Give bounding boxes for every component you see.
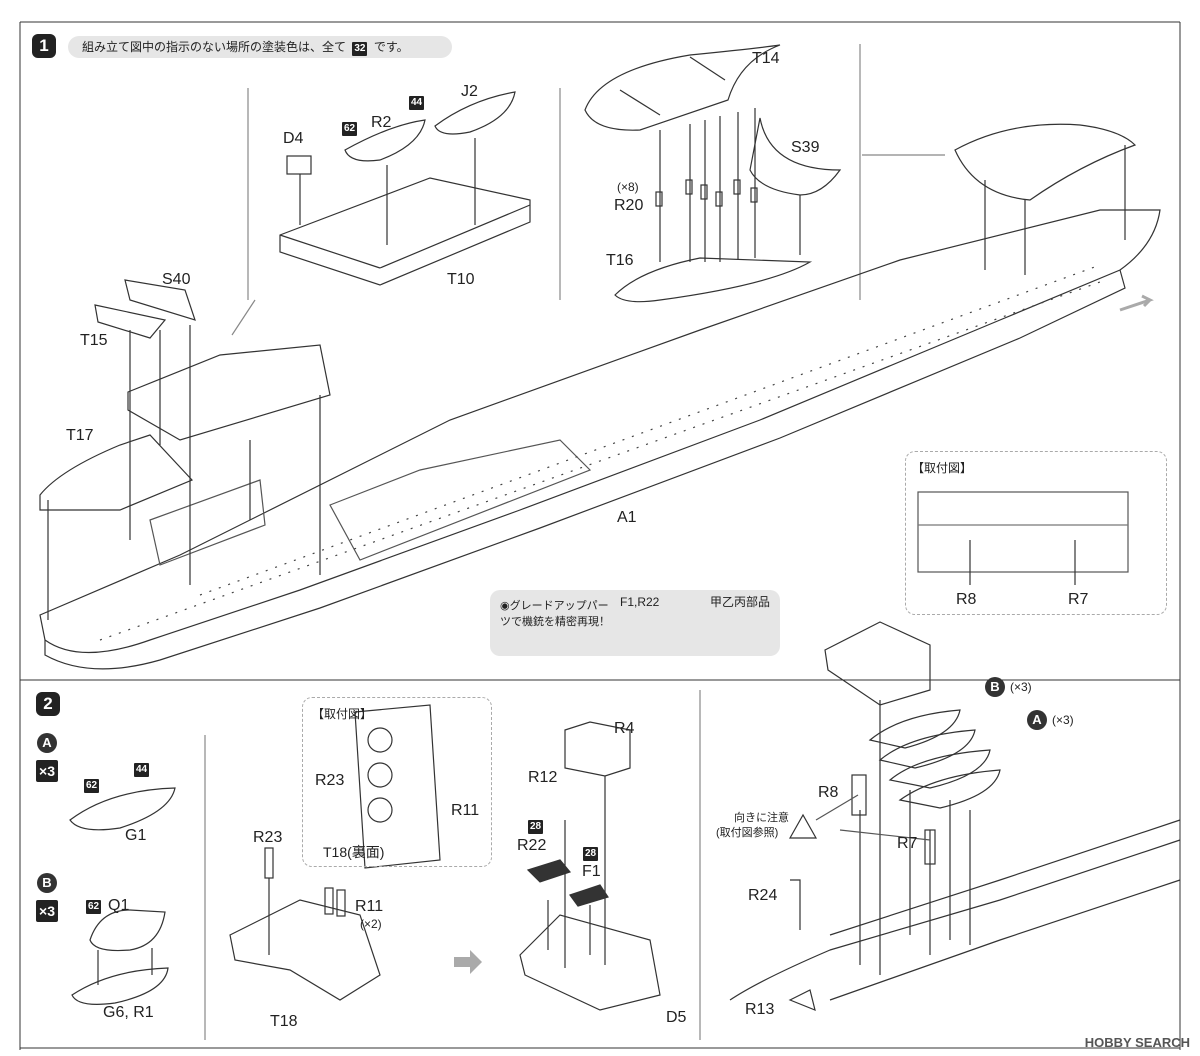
paint-note-text: 組み立て図中の指示のない場所の塗装色は、全て (82, 40, 347, 54)
caution-text: 向きに注意 (734, 812, 789, 824)
part-label-T15: T15 (80, 332, 108, 349)
upgrade-callout: ◉グレードアップパーツで機銃を精密再現！ F1,R22 甲乙丙部品 (490, 590, 780, 656)
subassembly-B-times: ×3 (36, 900, 58, 922)
caution-text-2: (取付図参照) (716, 827, 779, 839)
part-label-R23: R23 (253, 829, 283, 846)
part-label-R11: R11 (355, 898, 384, 915)
part-label-R7-step2: R7 (897, 835, 918, 852)
part-label-F1: F1 (582, 863, 601, 880)
upgrade-result: 甲乙丙部品 (710, 595, 771, 609)
part-label-T10: T10 (447, 271, 475, 288)
color-chip-62-B: 62 (86, 900, 102, 914)
part-label-R12: R12 (528, 769, 558, 786)
color-chip-44: 44 (409, 96, 425, 110)
part-label-G6-R1: G6, R1 (103, 1004, 154, 1021)
part-label-R22: R22 (517, 837, 547, 854)
part-label-T17: T17 (66, 427, 94, 444)
mount-2-label-R23: R23 (315, 772, 345, 789)
part-label-R8-step2: R8 (818, 784, 839, 801)
color-chip-44-A: 44 (134, 763, 150, 777)
paint-note-suffix: です。 (373, 40, 409, 54)
subassembly-A-badge: A (37, 733, 57, 753)
part-label-S40: S40 (162, 271, 191, 288)
subassembly-B-badge: B (37, 873, 57, 893)
ref-B-qty: (×3) (1010, 680, 1032, 694)
upgrade-parts: F1,R22 (620, 595, 660, 609)
color-chip-28-R22: 28 (528, 820, 544, 834)
upgrade-text: ◉グレードアップパーツで機銃を精密再現！ (500, 600, 610, 628)
part-label-T14: T14 (752, 50, 780, 67)
part-label-G1: G1 (125, 827, 147, 844)
part-label-R11-qty: (×2) (360, 917, 382, 931)
color-chip-28-F1: 28 (583, 847, 599, 861)
part-label-Q1: Q1 (108, 897, 130, 914)
ref-A-qty: (×3) (1052, 713, 1074, 727)
part-label-T18: T18 (270, 1013, 298, 1030)
mount-2-label-R11: R11 (451, 802, 480, 819)
subassembly-A-times: ×3 (36, 760, 58, 782)
part-label-R2: R2 (371, 114, 392, 131)
part-label-R24: R24 (748, 887, 778, 904)
part-label-T16: T16 (606, 252, 634, 269)
mount-view-2-title: 【取付図】 (312, 707, 373, 721)
ref-B-badge: B (985, 677, 1005, 697)
mount-label-R7: R7 (1068, 591, 1089, 608)
part-label-R20-qty: (×8) (617, 180, 639, 194)
part-label-R20: R20 (614, 197, 644, 214)
step-2-number: 2 (36, 692, 60, 716)
paint-note: 組み立て図中の指示のない場所の塗装色は、全て 32 です。 (68, 36, 452, 58)
part-label-R4: R4 (614, 720, 635, 737)
watermark-text: HOBBY SEARCH (1084, 1035, 1190, 1050)
mount-label-R8: R8 (956, 591, 977, 608)
part-label-S39: S39 (791, 139, 820, 156)
paint-chip-32: 32 (352, 42, 368, 56)
part-label-A1: A1 (617, 509, 637, 526)
mount-view-title: 【取付図】 (912, 461, 973, 475)
color-chip-62: 62 (342, 122, 358, 136)
step-1-number: 1 (32, 34, 56, 58)
ref-A-badge: A (1027, 710, 1047, 730)
mount-2-label-T18-back: T18(裏面) (323, 844, 385, 860)
part-label-R13: R13 (745, 1001, 775, 1018)
color-chip-62-A: 62 (84, 779, 100, 793)
part-label-D5: D5 (666, 1009, 687, 1026)
mount-view-step2 (302, 697, 492, 867)
part-label-D4: D4 (283, 130, 304, 147)
part-label-J2: J2 (461, 83, 478, 100)
mount-view-step1 (905, 451, 1167, 615)
